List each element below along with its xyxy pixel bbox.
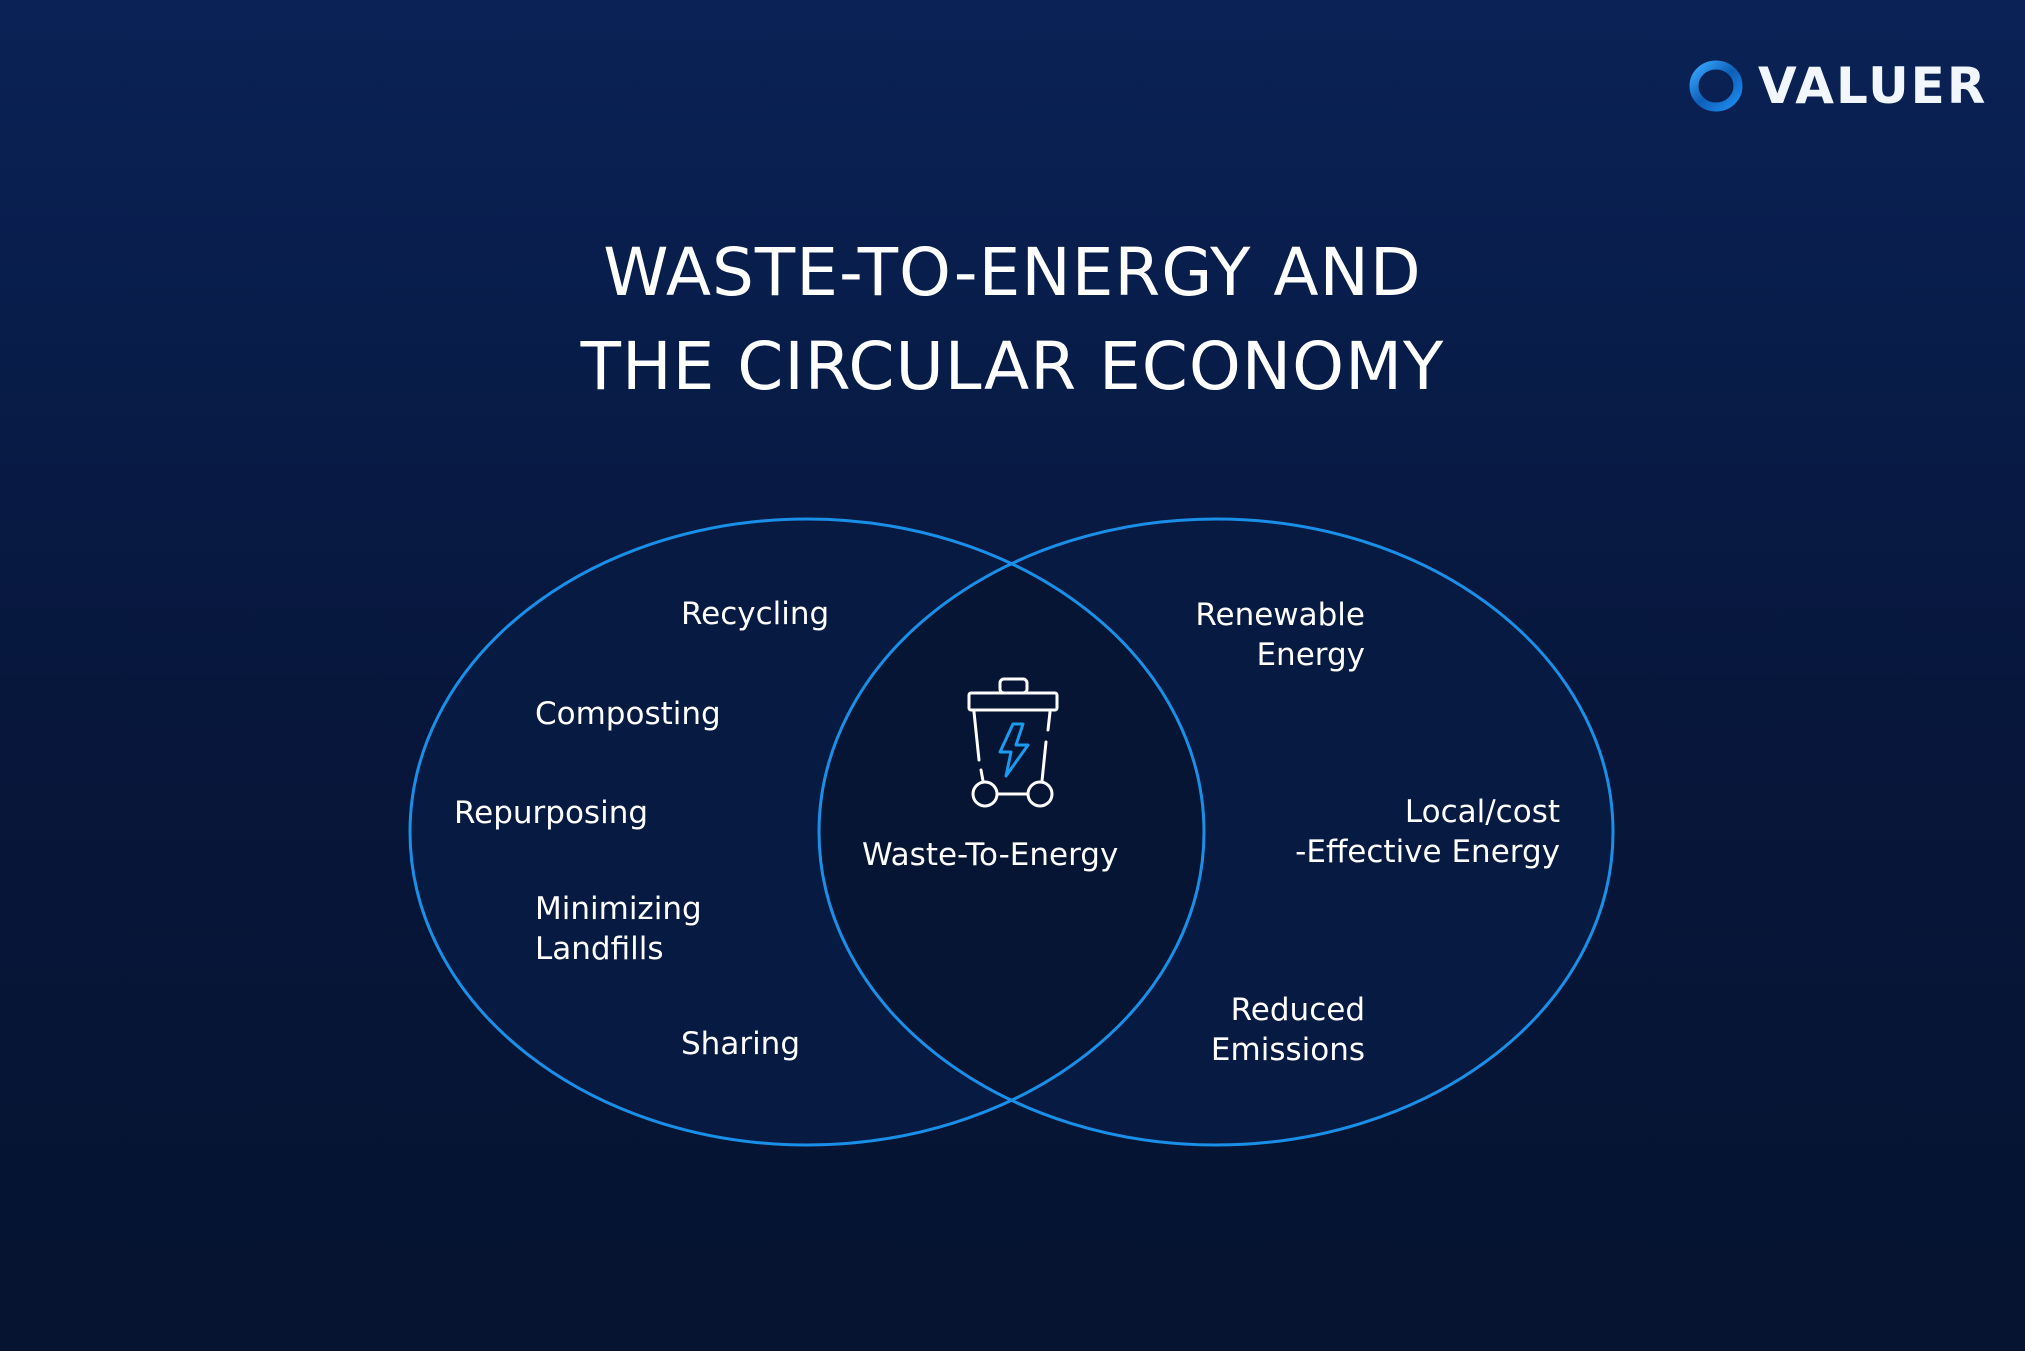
title-line-2: THE CIRCULAR ECONOMY: [580, 328, 1445, 405]
intersection-region: [819, 519, 1204, 1145]
trash-can-lightning-icon: [967, 677, 1059, 808]
label-local-cost-effective-energy: Local/cost -Effective Energy: [1295, 792, 1560, 872]
label-repurposing: Repurposing: [454, 795, 649, 831]
label-recycling: Recycling: [681, 596, 830, 632]
label-renewable-line1: Renewable: [1195, 597, 1365, 633]
page-title: WASTE-TO-ENERGY AND THE CIRCULAR ECONOMY: [0, 226, 2025, 414]
label-renewable-energy: Renewable Energy: [1195, 595, 1365, 675]
valuer-logo: VALUER: [1688, 58, 1987, 114]
ring-logo-icon: [1689, 60, 1743, 112]
label-minimizing-line2: Landfills: [535, 931, 664, 967]
label-reduced-line2: Emissions: [1210, 1032, 1365, 1068]
label-reduced-line1: Reduced: [1230, 992, 1365, 1028]
label-sharing: Sharing: [681, 1026, 801, 1062]
logo-wordmark: VALUER: [1758, 57, 1988, 115]
label-minimizing-line1: Minimizing: [535, 891, 702, 927]
label-waste-to-energy: Waste-To-Energy: [862, 837, 1119, 873]
label-local-line2: -Effective Energy: [1295, 834, 1560, 870]
label-reduced-emissions: Reduced Emissions: [1211, 990, 1365, 1070]
title-line-1: WASTE-TO-ENERGY AND: [603, 234, 1422, 311]
label-local-line1: Local/cost: [1404, 794, 1560, 830]
label-renewable-line2: Energy: [1256, 637, 1365, 673]
label-composting: Composting: [535, 696, 721, 732]
label-minimizing-landfills: Minimizing Landfills: [535, 889, 702, 969]
